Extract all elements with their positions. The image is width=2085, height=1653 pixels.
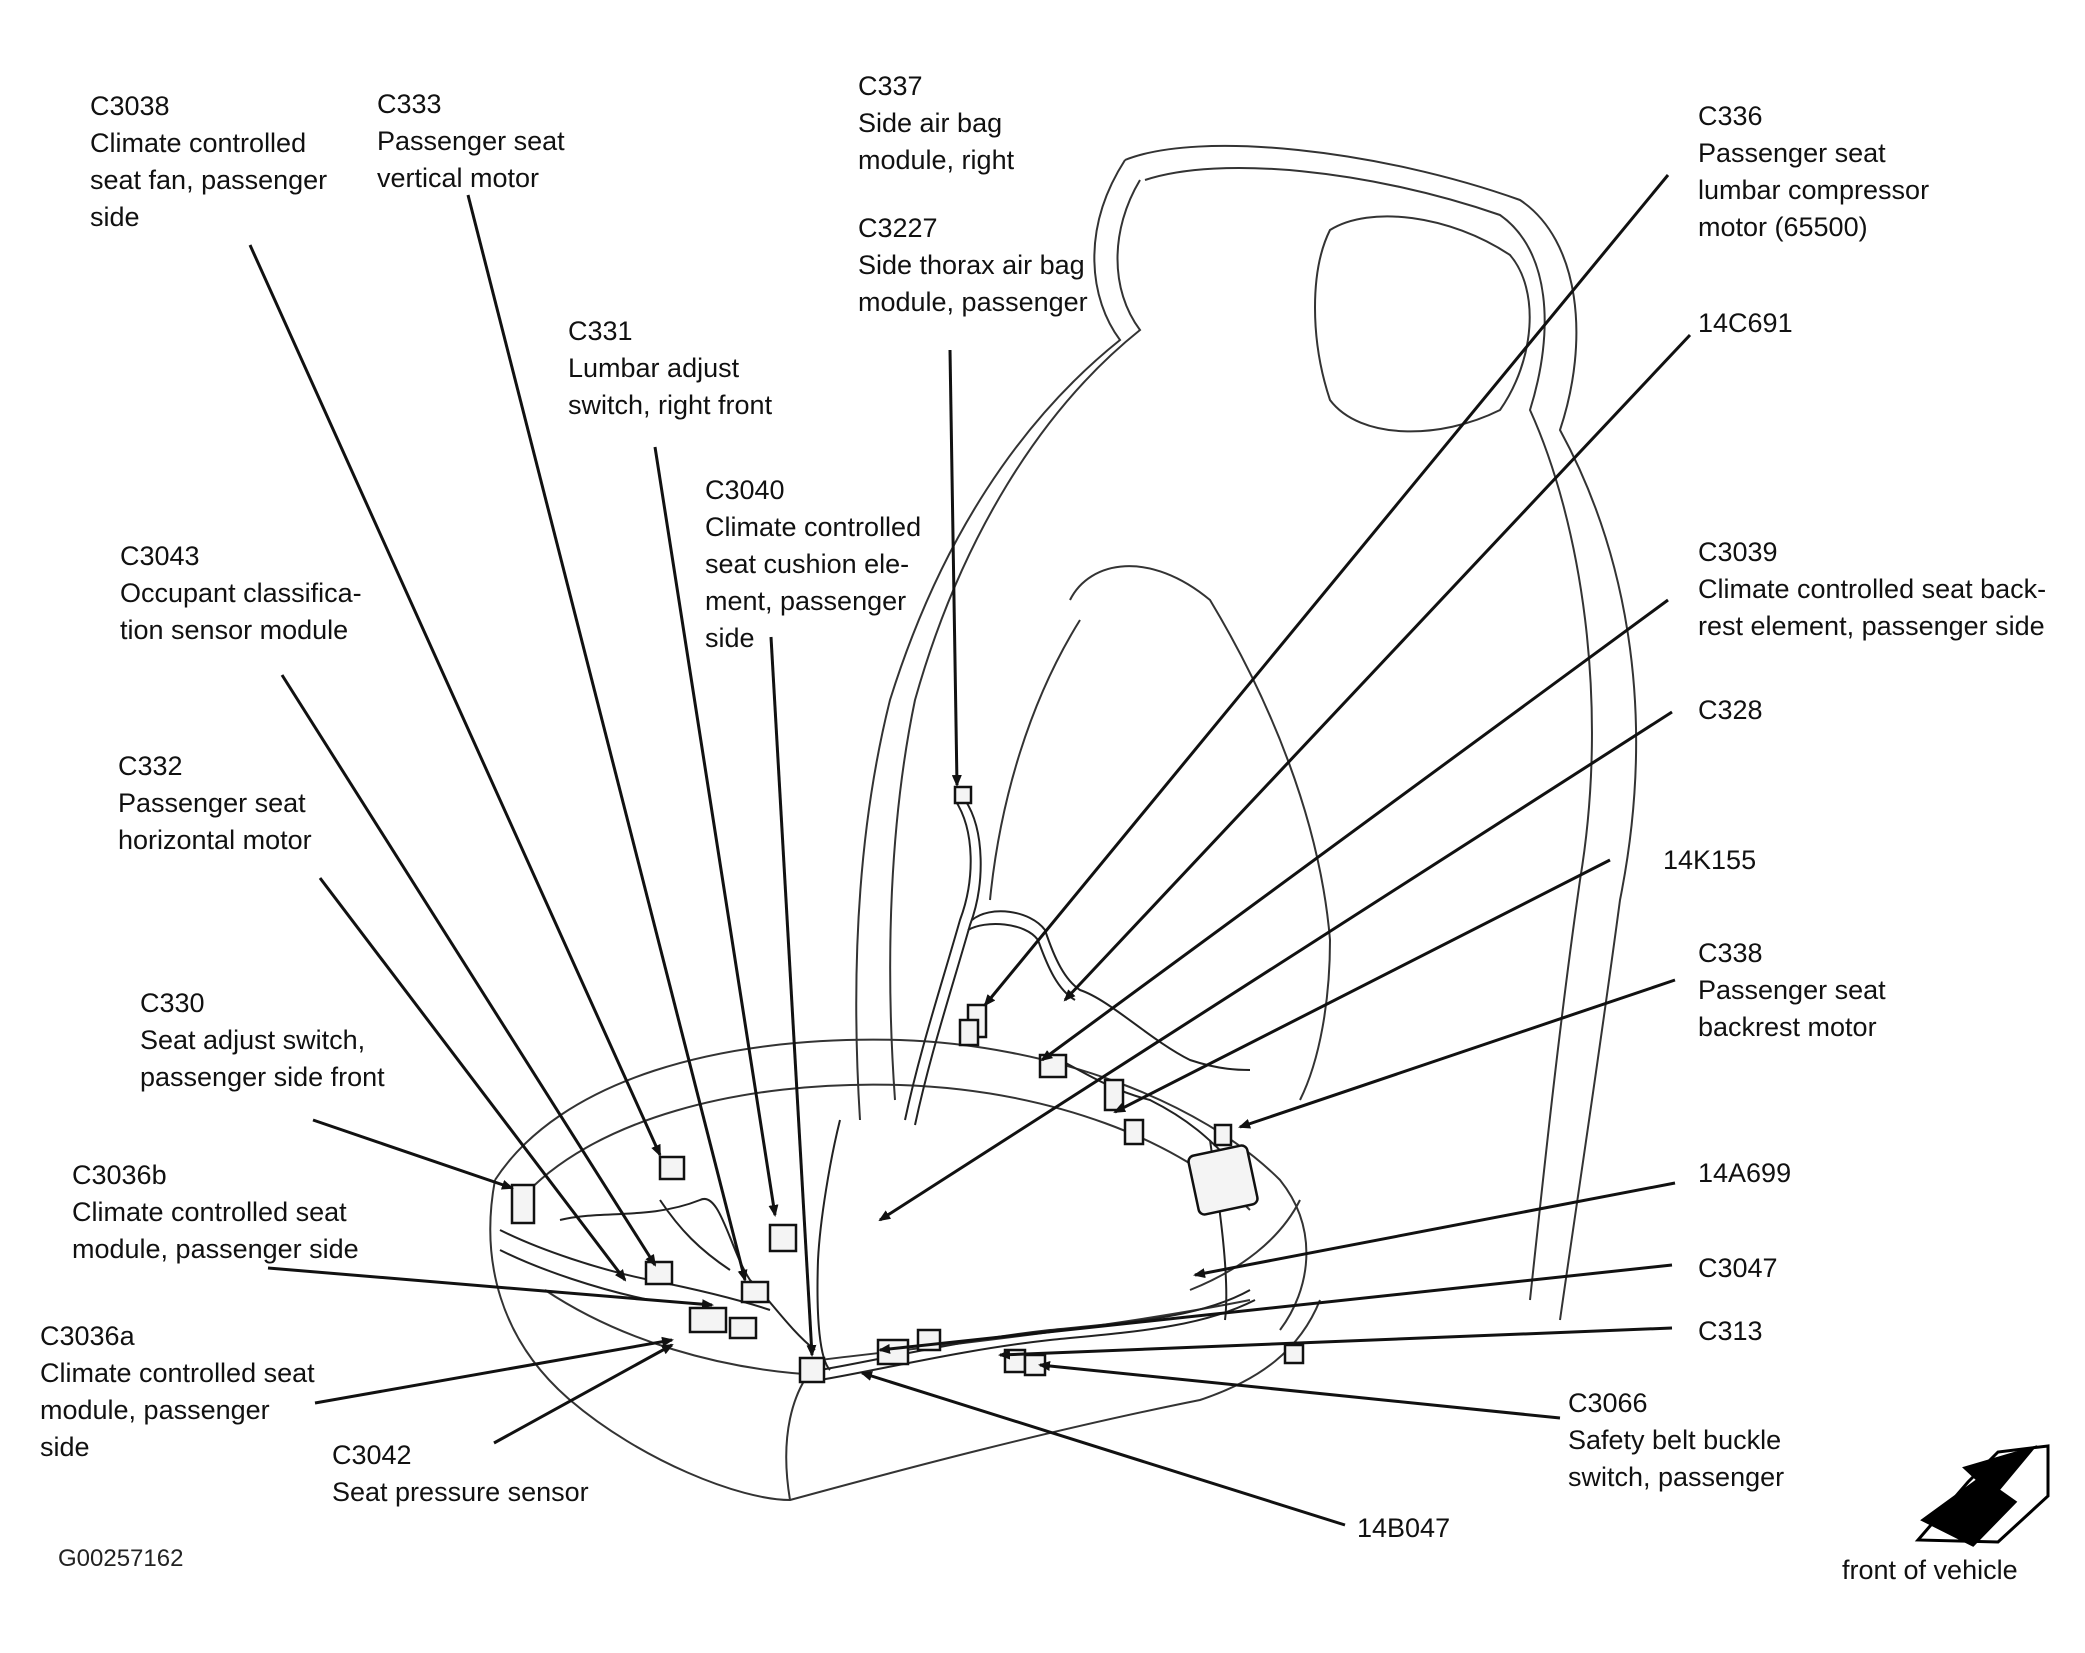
wiring-harness xyxy=(499,799,1256,1381)
front-of-vehicle-label: front of vehicle xyxy=(1842,1555,2018,1585)
label-c328: C328 xyxy=(1698,695,1763,725)
label-14c691: 14C691 xyxy=(1698,308,1793,338)
label-c331: C331 Lumbar adjust switch, right front xyxy=(568,316,773,420)
label-c338: C338 Passenger seat backrest motor xyxy=(1698,938,1886,1042)
figure-id: G00257162 xyxy=(58,1545,184,1572)
label-c330: C330 Seat adjust switch, passenger side … xyxy=(140,988,385,1092)
leader-lines xyxy=(248,174,1692,1527)
label-14k155: 14K155 xyxy=(1663,845,1757,875)
label-c337: C337 Side air bag module, right xyxy=(858,71,1015,175)
label-c3036a: C3036a Climate controlled seat module, p… xyxy=(40,1321,315,1462)
label-c313: C313 xyxy=(1698,1316,1763,1346)
seat-cushion xyxy=(489,1038,1321,1502)
label-c332: C332 Passenger seat horizontal motor xyxy=(118,751,312,855)
label-c3040: C3040 Climate controlled seat cushion el… xyxy=(705,475,922,653)
label-c3066: C3066 Safety belt buckle switch, passeng… xyxy=(1568,1388,1785,1492)
label-c3042: C3042 Seat pressure sensor xyxy=(332,1440,589,1507)
front-of-vehicle-arrow-icon xyxy=(1914,1444,2050,1547)
label-c3043: C3043 Occupant classifica- tion sensor m… xyxy=(120,541,362,645)
seat-backrest xyxy=(855,144,1638,1321)
label-c3039: C3039 Climate controlled seat back- rest… xyxy=(1698,537,2047,641)
label-c3038: C3038 Climate controlled seat fan, passe… xyxy=(90,91,328,232)
label-c3036b: C3036b Climate controlled seat module, p… xyxy=(72,1160,359,1264)
label-c3047: C3047 xyxy=(1698,1253,1778,1283)
label-c336: C336 Passenger seat lumbar compressor mo… xyxy=(1698,101,1930,242)
label-c333: C333 Passenger seat vertical motor xyxy=(377,89,565,193)
label-14b047: 14B047 xyxy=(1357,1513,1451,1543)
label-c3227: C3227 Side thorax air bag module, passen… xyxy=(858,213,1088,317)
label-14a699: 14A699 xyxy=(1698,1158,1792,1188)
